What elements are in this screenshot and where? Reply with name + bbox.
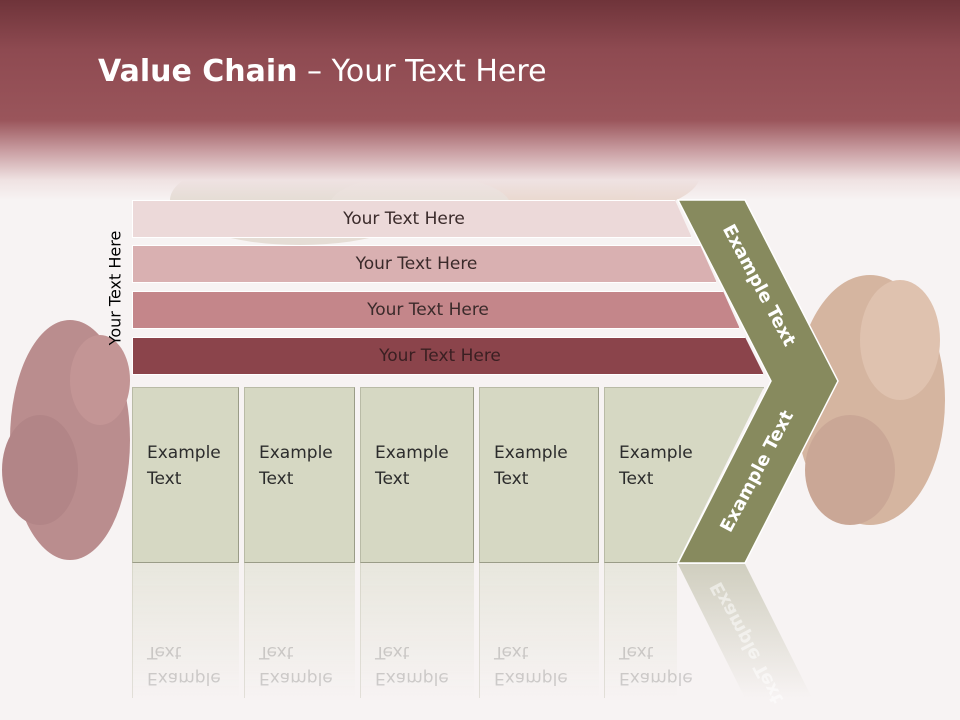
box-text-line2: Text	[147, 469, 182, 489]
box-text-line1: Example	[259, 443, 333, 463]
header-band	[0, 0, 960, 200]
box-text-line2: Text	[375, 469, 410, 489]
bar-label: Your Text Here	[367, 300, 489, 320]
support-bar-1: Your Text Here	[132, 200, 692, 238]
chevron-reflection	[678, 564, 812, 698]
page-title: Value Chain – Your Text Here	[98, 54, 547, 89]
title-bold: Value Chain	[98, 54, 298, 89]
box-text-line2: Text	[494, 469, 529, 489]
box-text-line1: Example	[494, 443, 568, 463]
primary-box-3: Example Text	[360, 387, 474, 563]
box-text-line1: Example	[619, 443, 693, 463]
bar-label: Your Text Here	[379, 346, 501, 366]
box-text-line1: Example	[147, 443, 221, 463]
primary-box-2: Example Text	[244, 387, 355, 563]
bar-label: Your Text Here	[343, 209, 465, 229]
chevron-shape	[676, 199, 839, 564]
box-text-line1: Example	[375, 443, 449, 463]
title-rest: – Your Text Here	[297, 54, 547, 89]
support-bar-4: Your Text Here	[132, 337, 764, 375]
primary-box-4: Example Text	[479, 387, 599, 563]
box-text-line2: Text	[619, 469, 654, 489]
support-bar-3: Your Text Here	[132, 291, 740, 329]
support-bar-2: Your Text Here	[132, 245, 717, 283]
primary-box-1: Example Text	[132, 387, 239, 563]
bar-label: Your Text Here	[355, 254, 478, 274]
box-text-line2: Text	[259, 469, 294, 489]
